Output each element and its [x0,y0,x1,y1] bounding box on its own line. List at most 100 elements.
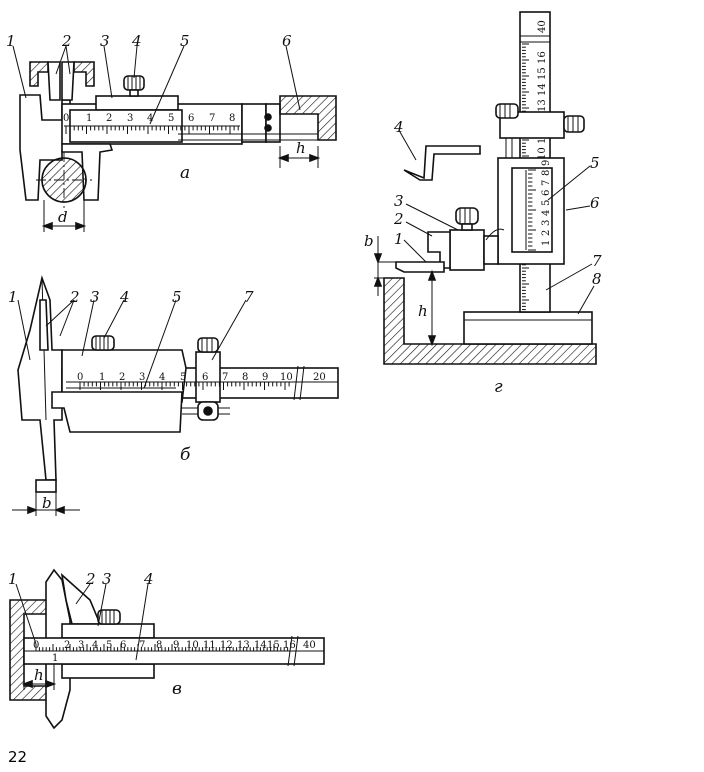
dim-v-h: h [34,666,44,684]
scale-v-13: 13 [237,640,250,651]
upper-jaws [29,61,49,87]
scale-v-7: 7 [139,640,145,651]
scale-v-5: 5 [106,640,112,651]
label-v-4: 4 [143,570,154,588]
scale-v-16: 16 [283,640,296,651]
scale-v-4: 4 [92,640,98,651]
scale-v-11: 11 [203,640,216,651]
label-g-3: 3 [394,192,404,210]
label-a-5: 5 [180,32,190,50]
dim-a-h: h [296,139,306,157]
label-g-6: 6 [590,194,600,212]
clamp-screw-a [123,75,145,97]
label-g-5: 5 [590,154,600,172]
label-g-8: 8 [592,270,602,288]
figure-v: 0 1 2 3 4 5 6 7 8 9 10 11 12 13 14 15 16… [8,568,325,730]
vernier-g-4: 4 [541,210,552,216]
micro-feed-b [195,351,221,403]
caption-g: г [494,377,503,397]
scale-v-1: 1 [52,653,58,664]
label-b-4: 4 [119,288,130,306]
scale-b-7: 7 [222,372,228,383]
clamp-screw-v [97,609,121,625]
vernier-g-5: 5 [541,200,552,206]
scale-v-15: 15 [267,640,280,651]
scale-b-10: 10 [280,372,293,383]
label-a-3: 3 [100,32,110,50]
label-a-2: 2 [61,32,72,50]
figure-b: 0 1 2 3 4 5 6 7 8 9 10 20 1 2 3 [8,275,339,516]
page-number: 22 [8,748,28,766]
scale-v-10: 10 [186,640,199,651]
label-g-2: 2 [393,210,404,228]
scale-a-5: 5 [168,113,174,124]
main-scale-numbers-b: 0 1 2 3 4 5 6 7 8 9 10 20 [77,372,326,383]
base-block-g [463,311,593,345]
vernier-g-9: 9 [541,160,552,166]
scale-b-4: 4 [159,372,165,383]
scale-v-0: 0 [33,640,39,651]
scale-a-1: 1 [86,113,92,124]
caption-v: в [172,679,182,699]
main-scale-ticks-a [65,126,239,134]
scale-a-4: 4 [147,113,153,124]
spare-scriber-g [403,145,481,181]
depth-block-a [279,95,337,141]
scale-a-8: 8 [229,113,235,124]
figure-g: 40 16 15 14 13 12 11 10 9 8 7 6 5 [364,11,602,397]
label-a-6: 6 [282,32,292,50]
label-v-1: 1 [8,570,18,588]
label-g-4: 4 [393,118,404,136]
main-scale-numbers-a: 0 1 2 3 4 5 6 7 8 [63,113,235,124]
scale-b-9: 9 [262,372,268,383]
scale-v-8: 8 [156,640,162,651]
figure-a: 0 1 2 3 4 5 6 7 8 1 2 3 4 5 6 d h а [6,32,337,232]
scale-a-3: 3 [127,113,133,124]
scale-b-2: 2 [119,372,125,383]
vernier-g-8: 8 [541,170,552,176]
scale-v-40: 40 [303,640,316,651]
dim-a-d: d [58,208,68,226]
scale-v-12: 12 [220,640,233,651]
dim-g-h: h [418,302,428,320]
label-v-2: 2 [85,570,96,588]
dim-b-b: b [42,494,52,512]
scale-v-14: 14 [254,640,267,651]
label-a-1: 1 [6,32,16,50]
scale-a-7: 7 [209,113,215,124]
scale-b-0: 0 [77,372,83,383]
scale-a-0: 0 [63,113,69,124]
vernier-g-2: 2 [541,230,552,236]
scale-b-8: 8 [242,372,248,383]
scale-v-2: 2 [64,640,70,651]
scale-b-3: 3 [139,372,145,383]
workpiece-circle [36,152,92,208]
dim-g-b: b [364,232,374,250]
scale-a-2: 2 [106,113,112,124]
scale-v-9: 9 [173,640,179,651]
clamp-screw-b [91,335,115,351]
scale-b-1: 1 [99,372,105,383]
label-a-4: 4 [131,32,142,50]
scale-g-15: 15 [537,67,548,80]
label-g-7: 7 [592,252,602,270]
label-b-3: 3 [90,288,100,306]
vernier-g-7: 7 [541,180,552,186]
vernier-frame-a [95,95,179,111]
main-scale-ticks-v [35,644,289,651]
label-b-5: 5 [172,288,182,306]
scale-g-10: 10 [537,147,548,160]
vernier-g-6: 6 [541,190,552,196]
scriber-g [395,261,445,273]
caption-a: а [180,163,190,183]
vernier-numbers-g: 1 2 3 4 5 6 7 8 9 [541,160,552,246]
vernier-g-3: 3 [541,220,552,226]
scale-g-13: 13 [537,99,548,112]
scale-g-14: 14 [537,83,548,96]
scale-b-20: 20 [313,372,326,383]
scale-b-6: 6 [202,372,208,383]
label-b-2: 2 [69,288,80,306]
vernier-scale-g [528,169,536,251]
surface-plate-g [383,277,597,365]
